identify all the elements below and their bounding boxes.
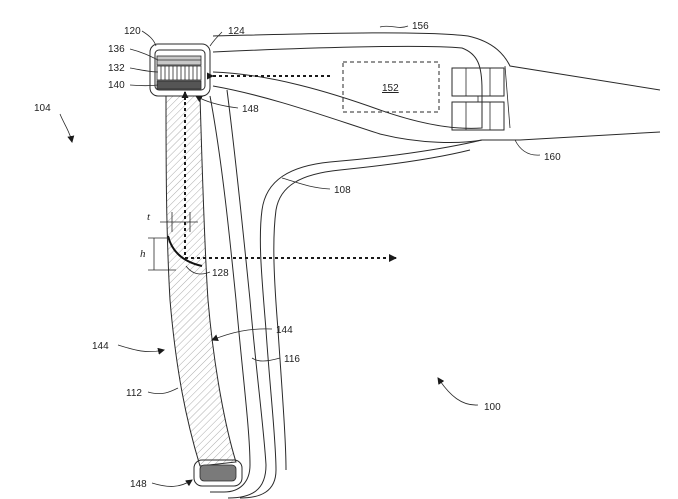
label-t: t [147, 211, 151, 223]
label-124: 124 [228, 26, 245, 37]
label-128: 128 [212, 268, 229, 279]
label-112: 112 [126, 388, 142, 399]
component-136 [156, 55, 202, 66]
label-h: h [140, 248, 146, 260]
label-144-right: 144 [276, 325, 293, 336]
display-arm [165, 95, 237, 467]
label-144-left: 144 [92, 341, 109, 352]
label-148-bottom: 148 [130, 479, 147, 490]
bottom-coupler [193, 459, 243, 487]
label-156: 156 [412, 21, 429, 32]
label-160: 160 [544, 152, 561, 163]
reference-numerals: 120 124 136 132 140 156 104 148 160 108 … [34, 21, 561, 490]
temple-arm [212, 32, 661, 143]
lens-rim [209, 89, 483, 499]
projector-module [149, 43, 211, 97]
component-140 [156, 80, 202, 90]
label-152: 152 [382, 83, 399, 94]
label-120: 120 [124, 26, 141, 37]
label-132: 132 [108, 63, 125, 74]
hinge-blocks [451, 67, 505, 131]
label-108: 108 [334, 185, 351, 196]
label-116: 116 [284, 354, 300, 365]
leader-lines [59, 25, 541, 487]
label-136: 136 [108, 44, 125, 55]
dimension-markers: t h [140, 211, 198, 271]
label-104: 104 [34, 103, 51, 114]
label-148-top: 148 [242, 104, 259, 115]
label-100: 100 [484, 402, 501, 413]
component-132 [156, 65, 202, 81]
module-152: 152 [342, 61, 440, 113]
label-140: 140 [108, 80, 125, 91]
outcoupler-128 [167, 235, 203, 267]
light-path [181, 72, 397, 262]
